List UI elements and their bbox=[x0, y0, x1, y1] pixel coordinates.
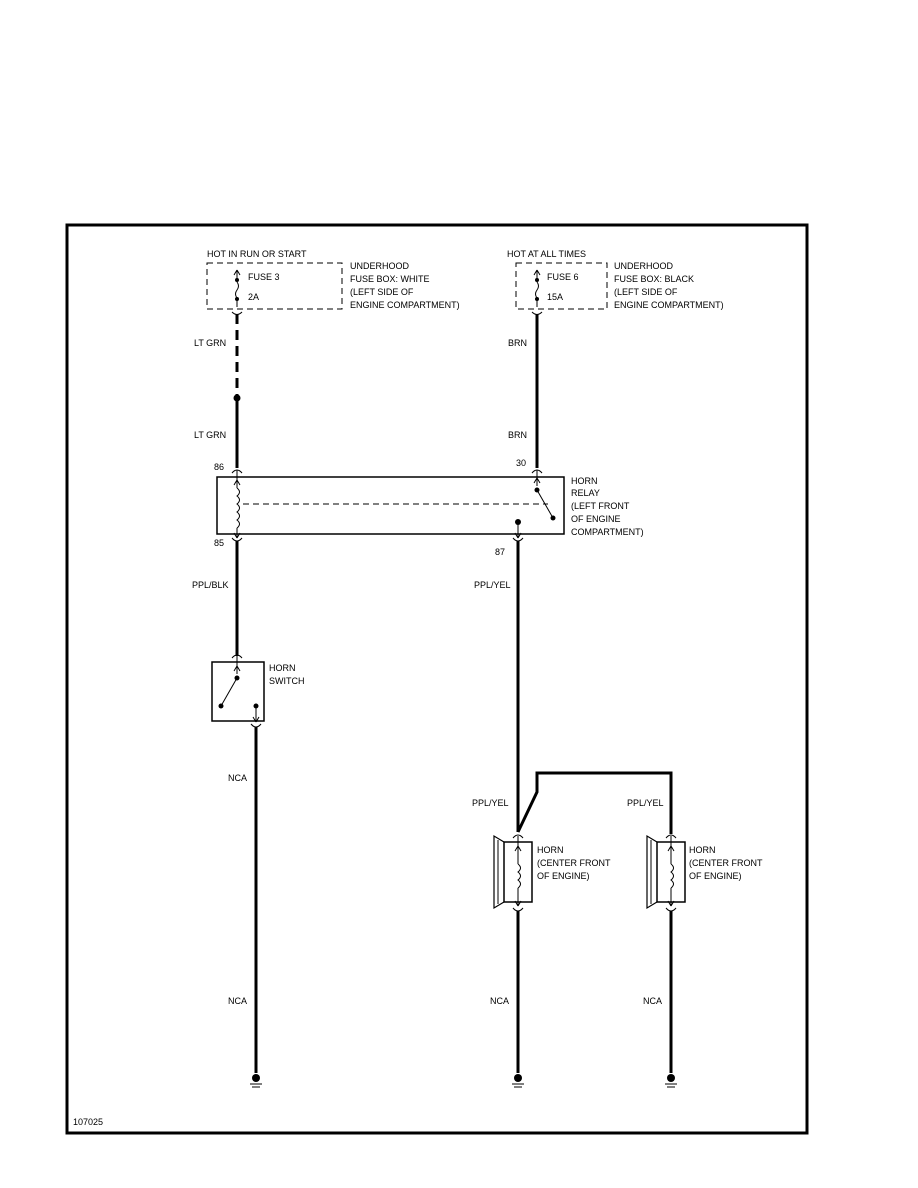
horn1-label-1: HORN bbox=[537, 845, 564, 855]
wire-nca-ground-mid: NCA bbox=[490, 996, 509, 1006]
ground-icon bbox=[250, 1074, 262, 1088]
brn-wire: BRN BRN bbox=[508, 311, 543, 468]
relay-pin-85: 85 bbox=[214, 538, 224, 548]
relay-label-4: OF ENGINE bbox=[571, 514, 621, 524]
ground-icon bbox=[665, 1074, 677, 1088]
diagram-id: 107025 bbox=[73, 1117, 103, 1127]
fuse-left-loc-3: (LEFT SIDE OF bbox=[350, 287, 414, 297]
wire-brn-upper: BRN bbox=[508, 338, 527, 348]
horn-switch: HORN SWITCH bbox=[211, 654, 305, 728]
wire-ppl-yel-horn2: PPL/YEL bbox=[627, 798, 664, 808]
wire-nca-switch: NCA bbox=[228, 773, 247, 783]
fuse-left-loc-4: ENGINE COMPARTMENT) bbox=[350, 300, 460, 310]
relay-label-2: RELAY bbox=[571, 488, 600, 498]
fuse-6-box: HOT AT ALL TIMES FUSE 6 15A UNDERHOOD FU… bbox=[507, 249, 724, 310]
wire-lt-grn-upper: LT GRN bbox=[194, 338, 226, 348]
fuse-right-loc-1: UNDERHOOD bbox=[614, 261, 674, 271]
fuse-right-loc-4: ENGINE COMPARTMENT) bbox=[614, 300, 724, 310]
fuse-right-loc-2: FUSE BOX: BLACK bbox=[614, 274, 694, 284]
horn-2: HORN (CENTER FRONT OF ENGINE) bbox=[646, 834, 763, 912]
fuse-left-name: FUSE 3 bbox=[248, 272, 280, 282]
wire-ppl-blk: PPL/BLK bbox=[192, 580, 229, 590]
fuse-right-name: FUSE 6 bbox=[547, 272, 579, 282]
lt-grn-wire: LT GRN LT GRN bbox=[194, 311, 243, 468]
diagram-frame bbox=[65, 223, 809, 1135]
horn-1: HORN (CENTER FRONT OF ENGINE) bbox=[493, 834, 611, 912]
wire-brn-lower: BRN bbox=[508, 430, 527, 440]
fuse-left-loc-2: FUSE BOX: WHITE bbox=[350, 274, 430, 284]
fuse-right-rating: 15A bbox=[547, 292, 563, 302]
wire-nca-ground-left: NCA bbox=[228, 996, 247, 1006]
wire-lt-grn-lower: LT GRN bbox=[194, 430, 226, 440]
ground-icon bbox=[512, 1074, 524, 1088]
horn2-label-1: HORN bbox=[689, 845, 716, 855]
relay-pin-86: 86 bbox=[214, 462, 224, 472]
wire-nca-ground-right: NCA bbox=[643, 996, 662, 1006]
fuse-right-supply: HOT AT ALL TIMES bbox=[507, 249, 586, 259]
horn1-label-2: (CENTER FRONT bbox=[537, 858, 611, 868]
horn-switch-label-1: HORN bbox=[269, 663, 296, 673]
fuse-right-loc-3: (LEFT SIDE OF bbox=[614, 287, 678, 297]
horn-relay: 86 85 30 87 HORN RELAY (LEFT FRONT OF EN… bbox=[214, 458, 644, 557]
horn-switch-label-2: SWITCH bbox=[269, 676, 305, 686]
fuse-left-loc-1: UNDERHOOD bbox=[350, 261, 410, 271]
wire-ppl-yel-87: PPL/YEL bbox=[474, 580, 511, 590]
horn2-label-2: (CENTER FRONT bbox=[689, 858, 763, 868]
fuse-left-rating: 2A bbox=[248, 292, 259, 302]
fuse-3-box: HOT IN RUN OR START FUSE 3 2A UNDERHOOD … bbox=[206, 249, 460, 310]
horn2-label-3: OF ENGINE) bbox=[689, 871, 742, 881]
relay-label-5: COMPARTMENT) bbox=[571, 527, 644, 537]
relay-label-3: (LEFT FRONT bbox=[571, 501, 630, 511]
wire-ppl-yel-horn1: PPL/YEL bbox=[472, 798, 509, 808]
relay-pin-87: 87 bbox=[495, 547, 505, 557]
fuse-left-supply: HOT IN RUN OR START bbox=[207, 249, 307, 259]
relay-label-1: HORN bbox=[571, 476, 598, 486]
relay-pin-30: 30 bbox=[516, 458, 526, 468]
horn1-label-3: OF ENGINE) bbox=[537, 871, 590, 881]
ppl-yel-branch-wire bbox=[516, 771, 673, 834]
